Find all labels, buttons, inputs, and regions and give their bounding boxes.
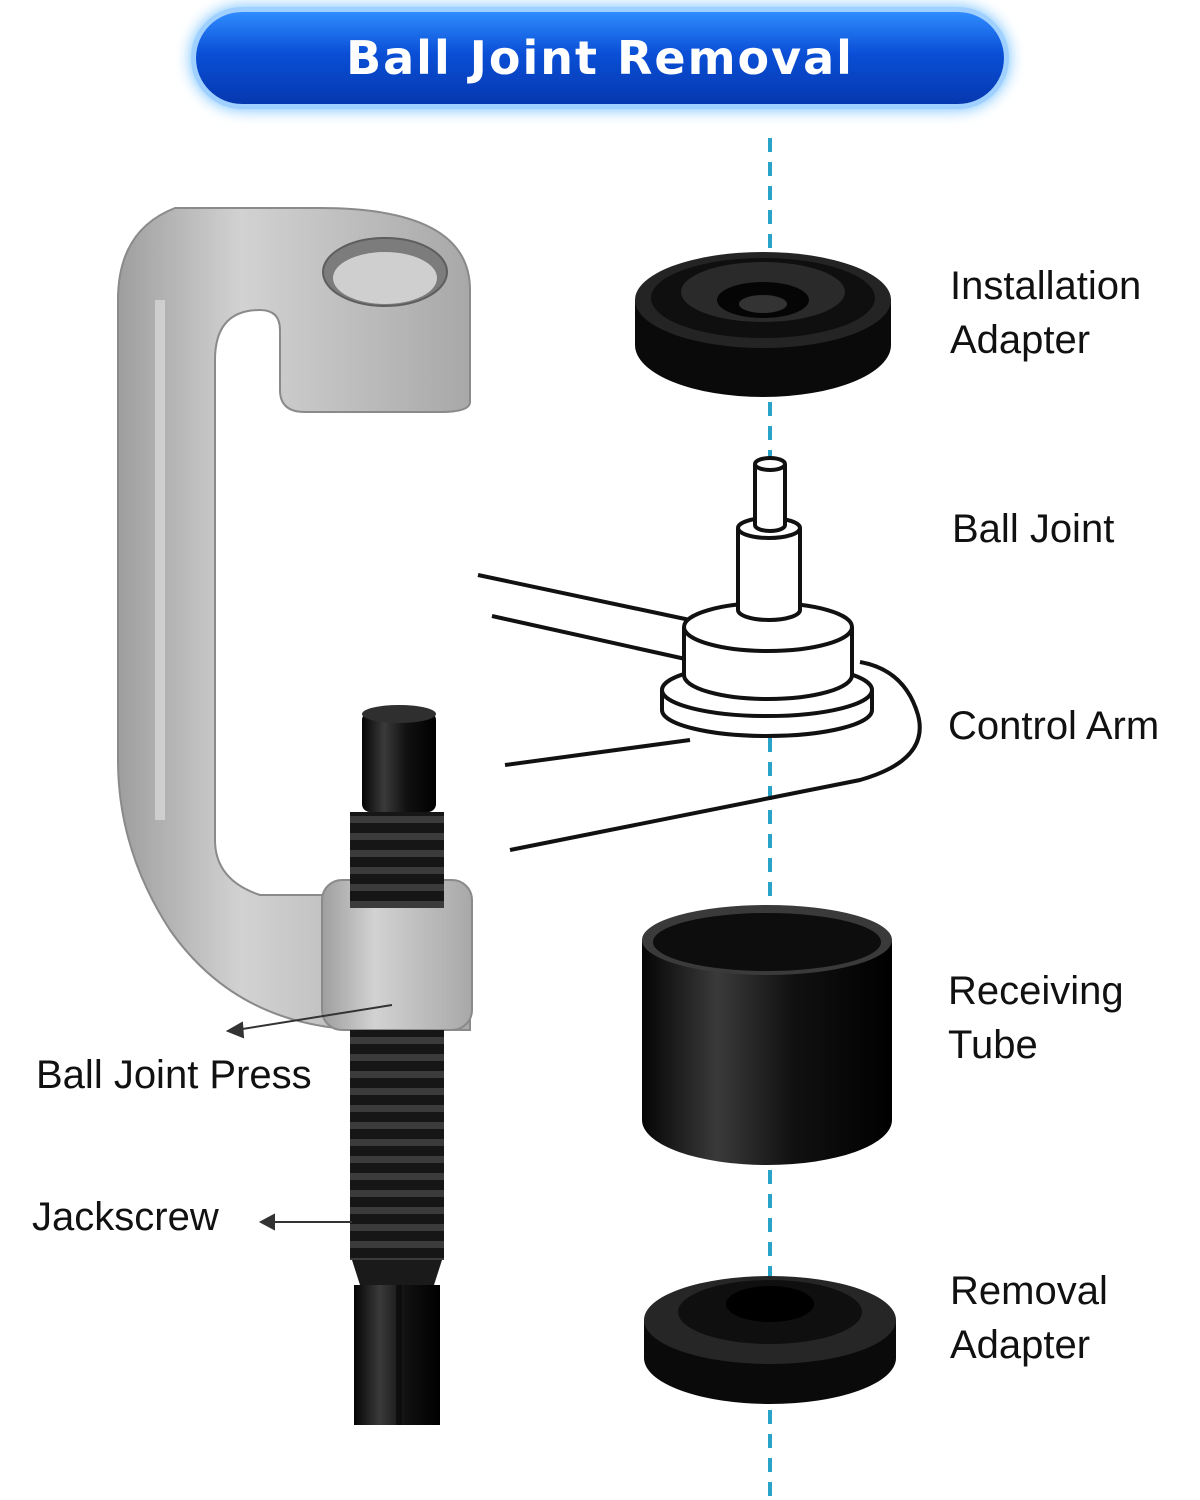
jackscrew-shaft bbox=[350, 705, 444, 1425]
control-arm-outline bbox=[477, 573, 922, 852]
ball-joint-drawing bbox=[477, 456, 922, 852]
title-banner: Ball Joint Removal bbox=[196, 12, 1004, 104]
receiving-tube-part bbox=[642, 905, 892, 1165]
press-pointer-arrow bbox=[235, 1004, 393, 1031]
c-frame-press bbox=[117, 207, 473, 1031]
banner-title: Ball Joint Removal bbox=[346, 31, 854, 85]
installation-adapter-part bbox=[635, 252, 891, 397]
label-control-arm: Control Arm bbox=[948, 704, 1160, 748]
label-installation-adapter: Installation Adapter bbox=[950, 264, 1142, 362]
label-ball-joint-press: Ball Joint Press bbox=[36, 1053, 312, 1097]
removal-adapter-part bbox=[644, 1276, 896, 1404]
pointer-arrows bbox=[225, 1004, 393, 1231]
label-receiving-tube: Receiving Tube bbox=[948, 969, 1124, 1067]
label-removal-adapter: Removal Adapter bbox=[950, 1269, 1108, 1367]
label-ball-joint: Ball Joint bbox=[952, 507, 1115, 551]
label-jackscrew: Jackscrew bbox=[32, 1195, 219, 1239]
